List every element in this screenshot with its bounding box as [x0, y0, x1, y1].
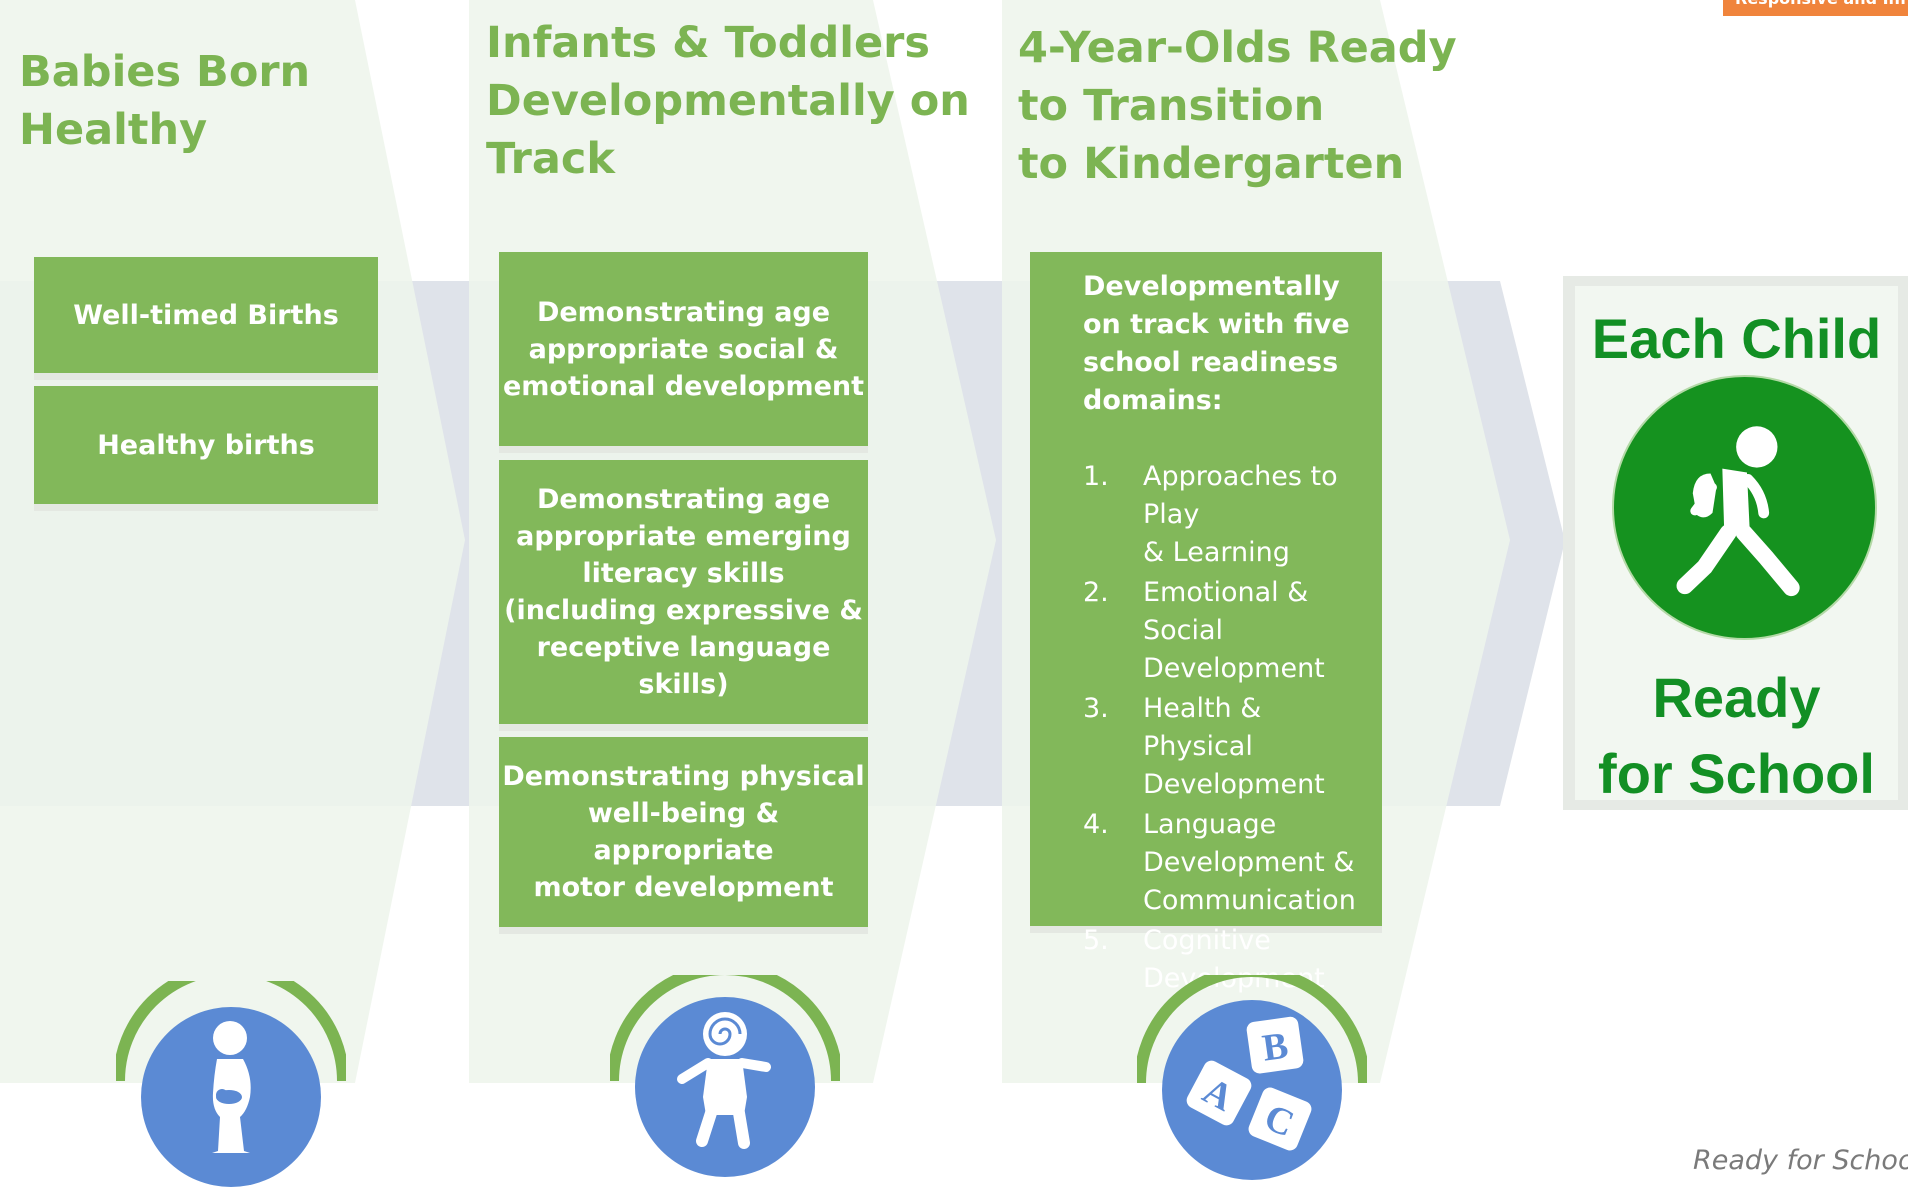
domain-item: 1. Approaches to Play & Learning	[1083, 458, 1362, 572]
goal-ready-text: Ready for School	[1598, 666, 1875, 805]
domain-label: Health & Physical Development	[1143, 693, 1325, 800]
abc-blocks-icon: B A C	[1134, 965, 1370, 1199]
domain-label: Language Development & Communication	[1143, 809, 1356, 916]
top-tab: Responsive and Inf	[1723, 0, 1908, 16]
domain-item: 3. Health & Physical Development	[1083, 690, 1362, 804]
domain-label: Emotional & Social Development	[1143, 577, 1325, 684]
domains-intro: Developmentally on track with five schoo…	[1083, 271, 1350, 416]
domain-label: Approaches to Play & Learning	[1143, 461, 1338, 568]
readiness-domains-box: Developmentally on track with five schoo…	[1030, 252, 1382, 994]
svg-text:B: B	[1260, 1025, 1291, 1070]
outcome-box-healthy-births: Healthy births	[34, 386, 378, 504]
outcome-label: Demonstrating age appropriate emerging l…	[504, 484, 863, 700]
outcome-box-literacy: Demonstrating age appropriate emerging l…	[499, 460, 868, 724]
walking-child-icon	[1612, 375, 1877, 640]
domain-number: 2.	[1083, 577, 1109, 608]
stage-1-title: Babies Born Healthy	[19, 47, 311, 155]
outcome-label: Demonstrating age appropriate social & e…	[502, 296, 865, 402]
domain-number: 1.	[1083, 461, 1109, 492]
pregnant-woman-graphic	[113, 963, 349, 1187]
outcome-label: Demonstrating physical well-being & appr…	[502, 761, 865, 903]
domain-item: 2. Emotional & Social Development	[1083, 574, 1362, 688]
stage-3-title: 4-Year-Olds Ready to Transition to Kinde…	[1018, 23, 1457, 189]
stage-2-title: Infants & Toddlers Developmentally on Tr…	[486, 18, 970, 184]
domain-number: 4.	[1083, 809, 1109, 840]
top-tab-label: Responsive and Inf	[1735, 0, 1907, 9]
outcome-box-social-emotional: Demonstrating age appropriate social & e…	[499, 252, 868, 446]
chevron-stage-1	[0, 0, 465, 1083]
domains-list: 1. Approaches to Play & Learning 2. Emotio…	[1083, 458, 1362, 998]
goal-title: Each Child	[1591, 307, 1882, 370]
outcome-box-well-timed-births: Well-timed Births	[34, 257, 378, 373]
walking-child-graphic	[1676, 426, 1800, 597]
domain-item: 4. Language Development & Communication	[1083, 806, 1362, 920]
baby-graphic	[607, 963, 843, 1177]
outcome-box-physical-motor: Demonstrating physical well-being & appr…	[499, 737, 868, 927]
goal-card-inner: Each Child Ready for School	[1575, 286, 1898, 805]
baby-icon	[607, 963, 843, 1199]
outcome-label: Healthy births	[97, 429, 315, 461]
goal-card: Each Child Ready for School	[1563, 276, 1908, 810]
outcome-label: Well-timed Births	[73, 299, 339, 331]
domain-item: 5. Cognitive Development	[1083, 922, 1362, 998]
footer-caption: Ready for School	[1693, 1145, 1908, 1176]
domain-number: 3.	[1083, 693, 1109, 724]
pregnant-woman-icon	[113, 963, 349, 1199]
domain-label: Cognitive Development	[1143, 925, 1325, 994]
domain-number: 5.	[1083, 925, 1109, 956]
abc-blocks-graphic: B A C	[1134, 965, 1370, 1180]
